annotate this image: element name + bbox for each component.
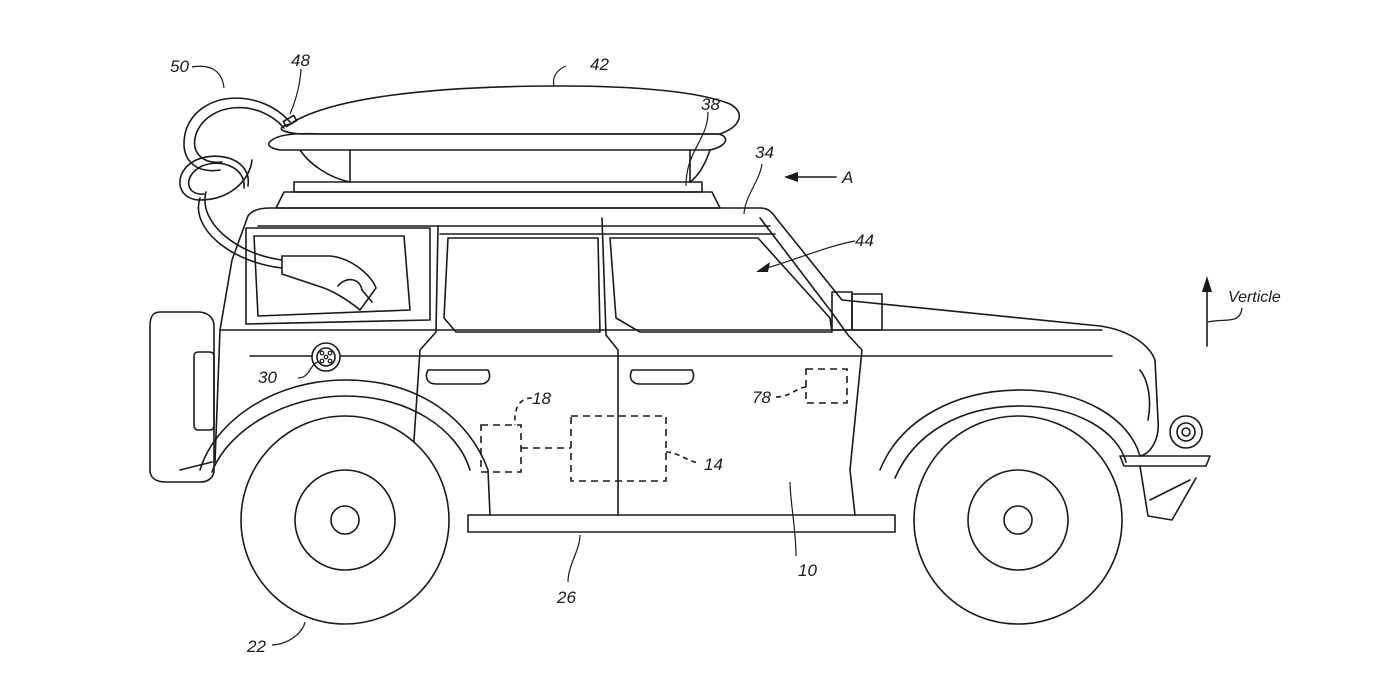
ref-label-10: 10	[798, 561, 817, 580]
rear-wheel	[240, 415, 450, 625]
ref-label-34: 34	[755, 143, 774, 162]
battery-box	[570, 415, 667, 482]
ref-label-38: 38	[701, 95, 720, 114]
sensor-module-box	[805, 368, 848, 404]
front-wheel	[913, 415, 1123, 625]
ref-label-22: 22	[246, 637, 266, 656]
view-arrow-a	[784, 172, 837, 182]
ref-label-30: 30	[258, 368, 277, 387]
ref-label-44: 44	[855, 231, 874, 250]
leader-arrowhead-44	[756, 262, 770, 272]
ref-label-26: 26	[556, 588, 576, 607]
charging-cable	[179, 97, 377, 312]
internal-components	[480, 368, 848, 482]
ref-label-78: 78	[752, 388, 771, 407]
vehicle-body	[149, 207, 1211, 533]
view-arrow-label: A	[841, 168, 853, 187]
cargo-box	[267, 85, 741, 183]
wheel-arches	[199, 379, 1141, 516]
ref-label-18: 18	[532, 389, 551, 408]
ref-label-42: 42	[590, 55, 609, 74]
ref-label-50: 50	[170, 57, 189, 76]
leader-lines	[191, 65, 856, 646]
direction-label: Verticle	[1228, 289, 1281, 306]
cable-outlet	[282, 114, 298, 128]
control-module-box	[480, 424, 522, 473]
charge-port	[311, 342, 341, 372]
vertical-direction-arrow	[1202, 276, 1243, 347]
ref-label-14: 14	[704, 455, 723, 474]
ref-label-48: 48	[291, 51, 310, 70]
roof-rack	[275, 181, 721, 209]
